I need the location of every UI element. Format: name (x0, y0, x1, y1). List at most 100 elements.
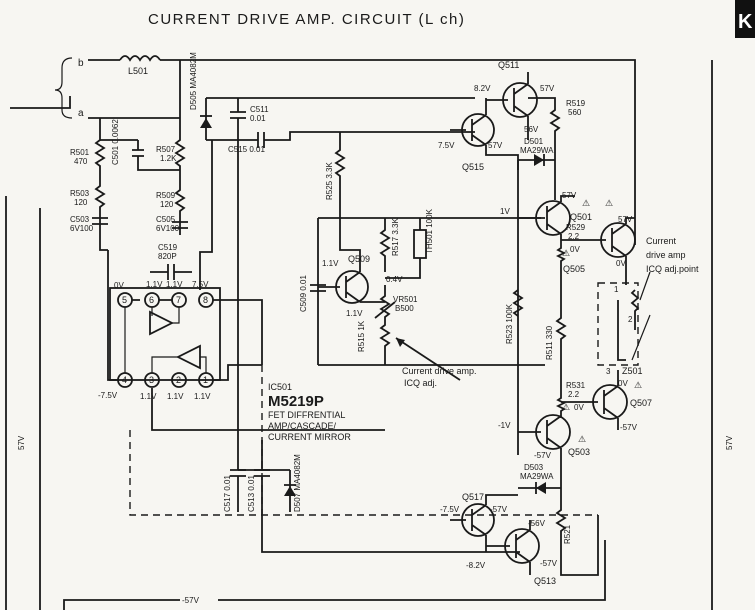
z501-pin2: 2 (628, 315, 633, 324)
cap-C515 (206, 131, 475, 148)
diagram-title: CURRENT DRIVE AMP. CIRCUIT (L ch) (148, 11, 465, 28)
warn-q501: ⚠ (582, 198, 590, 208)
corner-tab-label: K (738, 11, 753, 33)
transistor-Q513 (504, 528, 540, 564)
label-R523: R523 100K (505, 303, 514, 344)
v-m57-q503: -57V (534, 451, 552, 460)
resistor-R521 (555, 470, 599, 576)
ic-name: IC501 (268, 382, 292, 392)
label-D507: D507 MA4082M (293, 454, 302, 512)
v-ic-0v: 0V (114, 281, 124, 290)
wire-ic-pin8-side (213, 299, 263, 365)
note-current-3: ICQ adj.point (646, 264, 699, 274)
resistor-R531 (555, 390, 567, 418)
v-ic-pin1: 1.1V (194, 392, 211, 401)
v-0v-q505: 0V (616, 259, 626, 268)
rail-right-label: 57V (725, 435, 734, 450)
cap-C509 (310, 284, 326, 292)
note-current-1: Current (646, 236, 677, 246)
cap-C511 (230, 98, 246, 140)
v-q515-57: 57V (488, 141, 503, 150)
note-current-2: drive amp (646, 250, 686, 260)
wire-ic-pin1 (213, 364, 262, 381)
svg-text:7: 7 (176, 295, 181, 305)
wire-bottom-rail (63, 599, 180, 610)
warn-q503: ⚠ (578, 434, 586, 444)
label-C513: C513 0.01 (247, 475, 256, 512)
v-m1v: -1V (498, 421, 511, 430)
transistor-Q511 (502, 82, 538, 118)
label-C515: C515 0.01 (228, 145, 265, 154)
ic-desc-3: CURRENT MIRROR (268, 432, 351, 442)
ic-desc-1: FET DIFFRENTIAL (268, 410, 345, 420)
corner-tab (735, 0, 755, 38)
v-m57-q507: -57V (620, 423, 638, 432)
label-C509: C509 0.01 (299, 275, 308, 312)
wire-vcc-pin8 (199, 140, 213, 290)
terminal-b: b (78, 58, 84, 69)
label-R515: R515 1K (357, 320, 366, 352)
z501-pin1: 1 (614, 285, 619, 294)
z501 (617, 300, 626, 361)
cap-C505 (172, 221, 188, 229)
v-m56: -56V (528, 519, 546, 528)
label-Q513: Q513 (534, 576, 556, 586)
v-0v-q507: 0V (618, 379, 628, 388)
v-57-q505: 57V (618, 215, 633, 224)
v-ic-pin2: 1.1V (167, 392, 184, 401)
v-ic-pin6: 1.1V (146, 280, 163, 289)
input-bracket (54, 57, 73, 119)
v-m57-q513: -57V (540, 559, 558, 568)
resistor-R523 (512, 289, 524, 317)
v-m8-2: -8.2V (466, 561, 486, 570)
v-57-q501: 57V (562, 191, 577, 200)
warn-r529: ⚠ (562, 248, 570, 258)
label-Q503: Q503 (568, 447, 590, 457)
note-icq-adj: Current drive amp.ICQ adj. (402, 366, 477, 388)
label-Q511: Q511 (498, 60, 519, 70)
label-Q501: Q501 (570, 212, 592, 222)
transistor-Q507 (592, 384, 628, 420)
ic-desc-2: AMP/CASCADE/ (268, 421, 337, 431)
wire-left-a (10, 96, 71, 109)
label-C501: C501 0.0062 (111, 119, 120, 165)
v-0-4: 0.4V (386, 275, 403, 284)
wire-ic-pin3 (151, 388, 385, 431)
wire-ic-pin4 (107, 250, 118, 381)
ic501-opamp-2 (175, 344, 201, 370)
label-R511: R511 330 (545, 325, 554, 360)
resistor-R517 (379, 218, 391, 272)
label-L501: L501 (128, 66, 148, 76)
cap-C519 (150, 264, 192, 280)
rail-left-label: 57V (17, 435, 26, 450)
arrow-icq (395, 337, 461, 381)
svg-text:2: 2 (176, 375, 181, 385)
ic501-body (109, 287, 221, 381)
warn-q507: ⚠ (634, 380, 642, 390)
diode-D505 (200, 118, 212, 128)
label-C517: C517 0.01 (223, 475, 232, 512)
v-ic-7-5v: 7.5V (192, 280, 209, 289)
v-8-2: 8.2V (474, 84, 491, 93)
svg-text:3: 3 (149, 375, 154, 385)
svg-text:4: 4 (122, 375, 127, 385)
warn-r531: ⚠ (562, 402, 570, 412)
cap-C517 (230, 140, 246, 512)
v-0v-r529: 0V (570, 245, 580, 254)
transistor-Q503 (535, 414, 571, 450)
label-R525: R525 3.3K (325, 162, 334, 200)
label-Q517: Q517 (462, 492, 484, 502)
svg-text:5: 5 (122, 295, 127, 305)
inductor-L501 (119, 55, 161, 62)
v-q515-7-5: 7.5V (438, 141, 455, 150)
